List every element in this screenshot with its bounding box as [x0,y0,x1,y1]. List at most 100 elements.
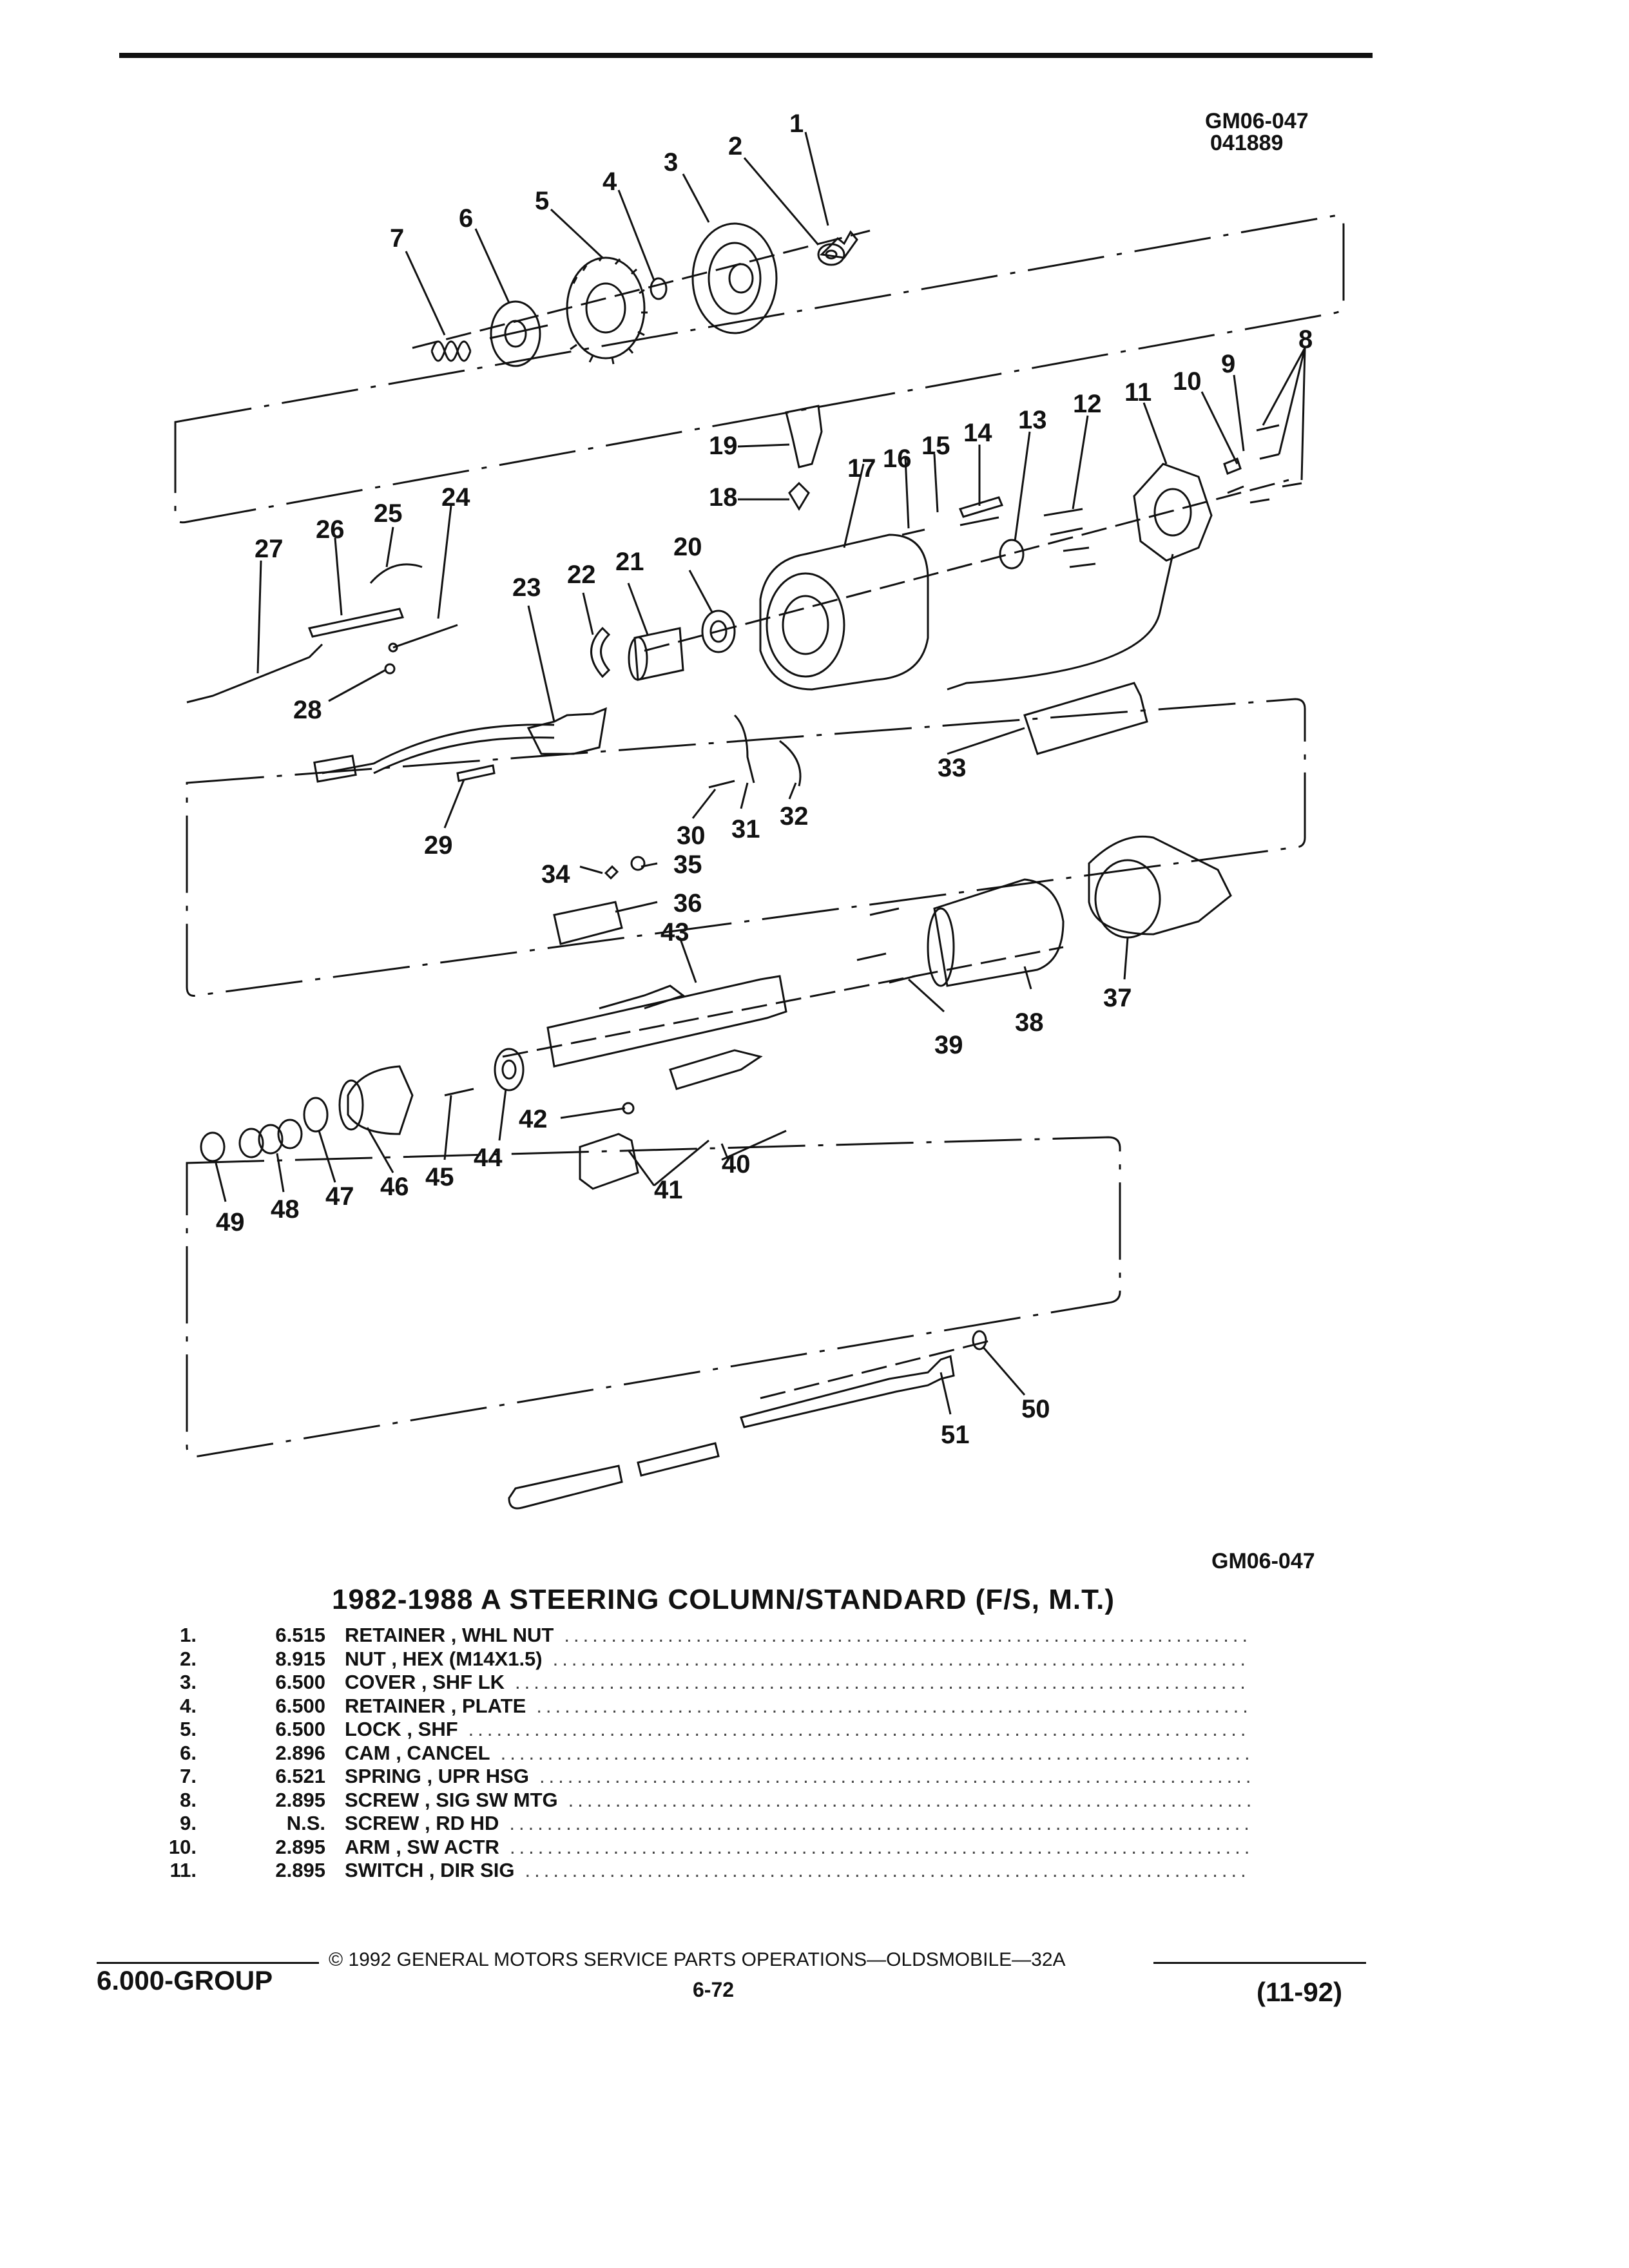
part-item-no: 10. [168,1835,197,1858]
callout-15: 15 [921,432,950,460]
callout-37: 37 [1103,984,1132,1012]
dot-leader: ........................................… [468,1718,1250,1740]
part-ref: N.S. [286,1812,325,1834]
callout-21: 21 [615,548,644,576]
callout-1: 1 [789,110,804,138]
callout-32: 32 [780,802,809,831]
part-item-no: 6. [180,1741,197,1764]
part-desc: CAM , CANCEL [345,1741,490,1764]
figure-code: GM06-047 [1205,109,1309,133]
parts-list-row: 1. 6.515 RETAINER , WHL NUT...............… [116,1624,1250,1648]
callout-28: 28 [293,696,322,724]
part-ref: 6.500 [275,1718,325,1740]
callout-35: 35 [673,850,702,879]
part-ref: 6.515 [275,1624,325,1646]
part-item-no: 5. [180,1718,197,1740]
dot-leader: ........................................… [568,1788,1250,1811]
callout-4: 4 [602,168,617,196]
parts-list: 1. 6.515 RETAINER , WHL NUT...............… [116,1624,1250,1883]
dot-leader: ........................................… [564,1624,1250,1646]
callout-3: 3 [664,148,678,177]
callout-44: 44 [474,1144,503,1172]
callout-49: 49 [216,1208,245,1236]
parts-list-row: 6. 2.896 CAM , CANCEL.....................… [116,1742,1250,1765]
callout-20: 20 [673,533,702,561]
parts-list-title: 1982-1988 A STEERING COLUMN/STANDARD (F/… [332,1584,1115,1615]
callout-17: 17 [847,454,876,483]
part-item-no: 8. [180,1788,197,1811]
callout-40: 40 [722,1150,751,1178]
figure-date: 041889 [1210,131,1284,155]
callout-7: 7 [390,224,404,253]
callout-11: 11 [1124,378,1152,407]
callout-25: 25 [374,499,403,528]
callout-6: 6 [459,204,473,233]
callout-22: 22 [567,561,596,589]
callout-2: 2 [728,132,742,160]
dot-leader: ........................................… [539,1765,1250,1787]
callout-27: 27 [255,535,284,563]
part-desc: SPRING , UPR HSG [345,1765,529,1787]
callout-48: 48 [271,1195,300,1224]
part-desc: NUT , HEX (M14X1.5) [345,1647,543,1670]
part-ref: 6.500 [275,1694,325,1717]
parts-list-row: 5. 6.500 LOCK , SHF.......................… [116,1718,1250,1742]
callout-5: 5 [535,187,549,215]
dot-leader: ........................................… [525,1859,1251,1881]
footer-rule-left [97,1962,319,1964]
footer-rule-right [1153,1962,1366,1964]
part-desc: LOCK , SHF [345,1718,458,1740]
callout-31: 31 [731,815,760,843]
part-item-no: 9. [180,1812,197,1834]
part-ref: 2.895 [275,1788,325,1811]
callout-13: 13 [1018,406,1047,434]
dot-leader: ........................................… [509,1812,1250,1834]
parts-list-row: 9. N.S. SCREW , RD HD.....................… [116,1812,1250,1836]
callout-16: 16 [883,445,912,473]
callout-50: 50 [1021,1395,1050,1423]
footer-date: (11-92) [1257,1977,1343,2007]
callout-51: 51 [941,1421,970,1449]
figure-footer-code: GM06-047 [1211,1549,1315,1573]
dot-leader: ........................................… [500,1741,1250,1764]
callout-23: 23 [512,573,541,602]
part-ref: 2.895 [275,1835,325,1858]
part-ref: 6.521 [275,1765,325,1787]
callout-9: 9 [1221,350,1235,378]
footer-copyright: © 1992 GENERAL MOTORS SERVICE PARTS OPER… [329,1949,1066,1970]
callout-47: 47 [325,1182,354,1211]
callout-39: 39 [934,1031,963,1059]
callout-41: 41 [654,1176,683,1204]
callout-38: 38 [1015,1008,1044,1037]
dot-leader: ........................................… [515,1671,1250,1693]
part-item-no: 2. [180,1647,197,1670]
callout-29: 29 [424,831,453,860]
part-desc: SWITCH , DIR SIG [345,1859,515,1881]
dot-leader: ........................................… [509,1835,1250,1858]
callout-45: 45 [425,1163,454,1191]
callout-36: 36 [673,889,702,918]
footer-page-number: 6-72 [693,1978,735,2001]
footer-group: 6.000-GROUP [97,1965,273,1995]
part-ref: 2.896 [275,1741,325,1764]
callout-43: 43 [660,918,689,947]
callout-18: 18 [709,483,738,512]
part-ref: 8.915 [275,1647,325,1670]
part-item-no: 1. [180,1624,197,1646]
part-desc: RETAINER , WHL NUT [345,1624,554,1646]
part-ref: 6.500 [275,1671,325,1693]
exploded-steering-column-diagram: 1 2 3 4 5 6 7 8 9 10 11 12 13 14 15 16 1… [174,110,1345,1510]
part-desc: SCREW , RD HD [345,1812,499,1834]
callout-33: 33 [938,754,967,782]
part-item-no: 3. [180,1671,197,1693]
callout-34: 34 [541,860,570,889]
callout-42: 42 [519,1105,548,1133]
callout-12: 12 [1073,390,1102,418]
part-item-no: 4. [180,1694,197,1717]
callout-10: 10 [1173,367,1202,396]
